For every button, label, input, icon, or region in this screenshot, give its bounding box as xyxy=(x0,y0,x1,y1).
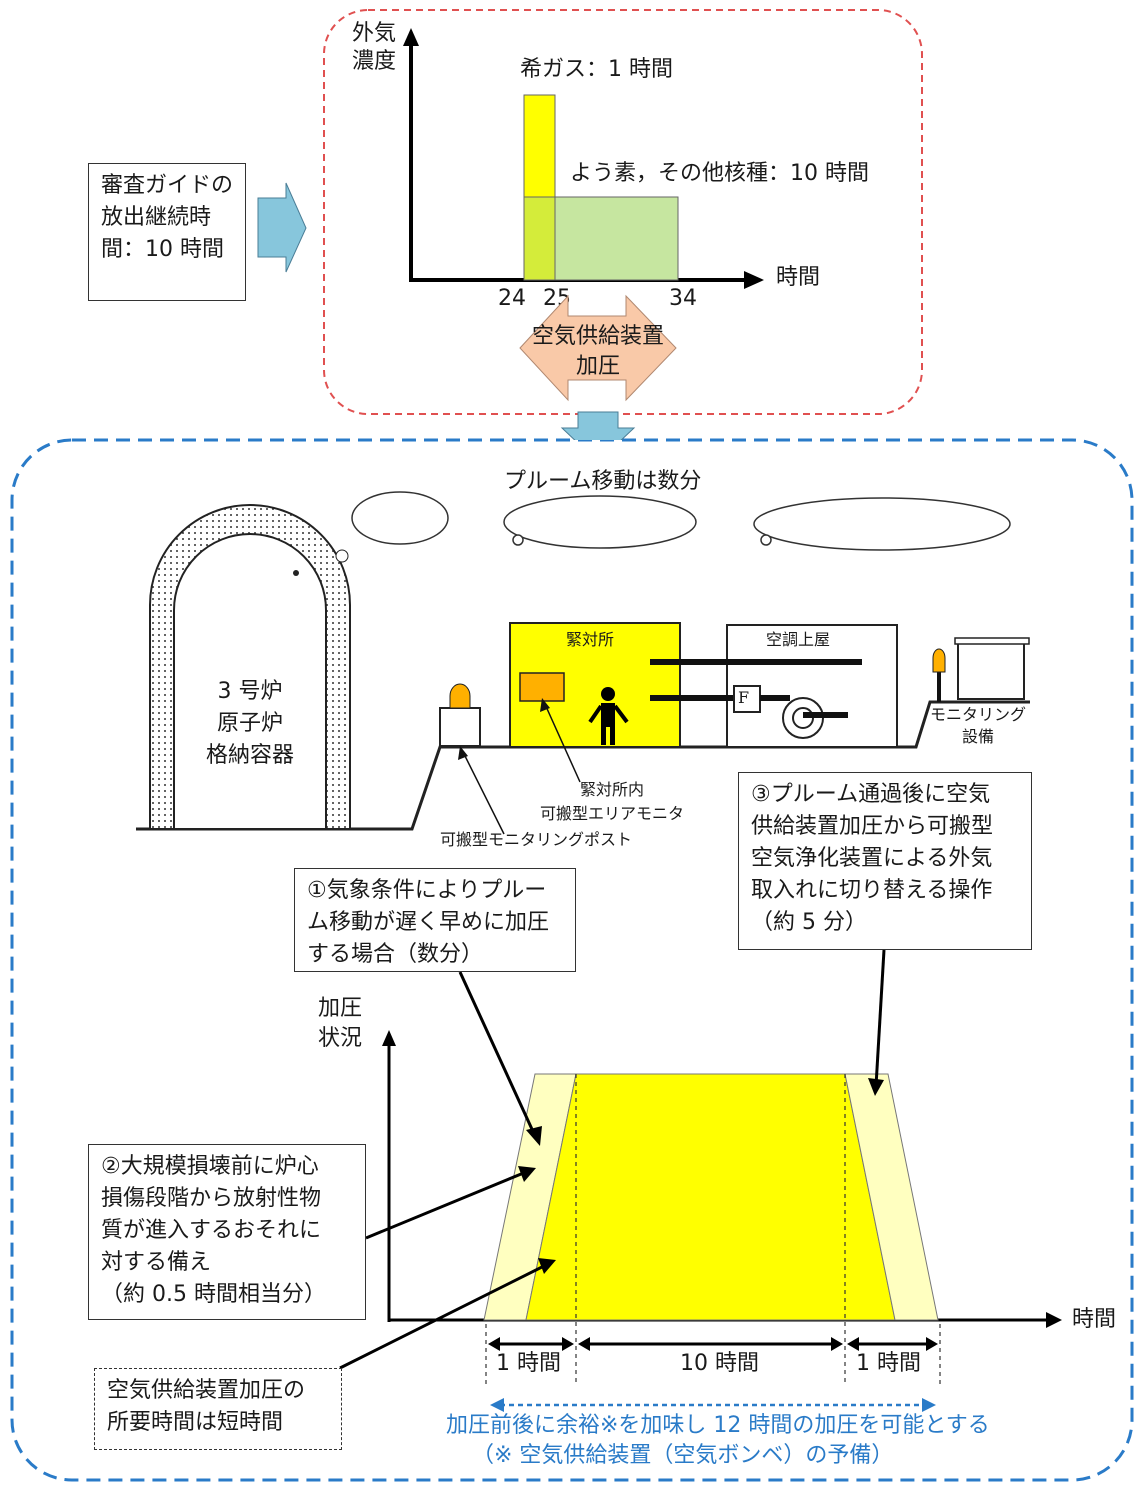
bottom-x-axis-arrow xyxy=(1046,1312,1062,1328)
hvac-house-label: 空調上屋 xyxy=(766,630,831,649)
monitoring-lamp xyxy=(932,648,946,673)
footer-line1: 加圧前後に余裕※を加味し 12 時間の加圧を可能とする xyxy=(446,1413,990,1438)
note1-pointer xyxy=(458,971,538,1139)
seg2-label: 10 時間 xyxy=(680,1351,759,1376)
note3-box: ③プルーム通過後に空気 供給装置加圧から可搬型 空気浄化装置による外気 取入れに… xyxy=(738,772,1032,950)
person-icon xyxy=(588,687,629,745)
emergency-office-label: 緊対所 xyxy=(566,630,615,649)
monitoring-equipment-label: モニタリング 設備 xyxy=(930,705,1027,746)
footer-line2: （※ 空気供給装置（空気ボンベ）の予備） xyxy=(472,1443,894,1468)
filter-box xyxy=(733,685,761,713)
bottom-y-label: 加圧 状況 xyxy=(318,996,363,1051)
overlap-bar xyxy=(523,196,556,281)
cloud-3 xyxy=(753,497,1011,551)
monitoring-post-label: 可搬型モニタリングポスト xyxy=(440,830,633,849)
note2-pointer xyxy=(365,1170,527,1240)
pressurize-double-arrow xyxy=(519,294,677,402)
top-y-label: 外気 濃度 xyxy=(352,21,397,74)
down-arrow xyxy=(560,411,636,440)
note3-pointer xyxy=(874,949,886,1087)
pressurize-arrow-label: 空気供給装置 加圧 xyxy=(531,324,664,379)
plume-move-label: プルーム移動は数分 xyxy=(504,469,702,494)
tick-24: 24 xyxy=(498,286,526,311)
seg1-label: 1 時間 xyxy=(496,1351,561,1376)
main-pressurize-area xyxy=(525,1073,896,1321)
monitoring-post xyxy=(439,707,481,747)
bottom-x-label: 時間 xyxy=(1072,1307,1117,1332)
top-y-axis-arrow xyxy=(403,28,419,46)
note4-box: 空気供給装置加圧の 所要時間は短時間 xyxy=(94,1368,342,1450)
iodine-label: よう素，その他核種：10 時間 xyxy=(570,161,869,186)
area-monitor-label: 緊対所内 可搬型エリアモニタ xyxy=(540,780,685,823)
cloud-2 xyxy=(503,495,697,549)
guide-to-chart-arrow xyxy=(257,182,307,273)
tick-34: 34 xyxy=(669,286,697,311)
guide-box: 審査ガイドの 放出継続時 間：10 時間 xyxy=(88,163,246,301)
monitoring-post-pointer xyxy=(461,749,505,835)
seg3-label: 1 時間 xyxy=(856,1351,921,1376)
area-monitor xyxy=(519,672,565,702)
area-monitor-pointer xyxy=(543,701,581,783)
containment-inner xyxy=(173,533,327,830)
margin-after-area xyxy=(844,1073,939,1321)
top-x-label: 時間 xyxy=(776,265,821,290)
note1-box: ①気象条件によりプルー ム移動が遅く早めに加圧 する場合（数分） xyxy=(294,868,576,972)
bottom-region-border xyxy=(10,438,1134,1482)
facility-illustration xyxy=(136,491,1030,835)
monitoring-equipment-shed xyxy=(957,642,1025,700)
top-region-border xyxy=(323,9,923,415)
note2-box: ②大規模損壊前に炉心 損傷段階から放射性物 質が進入するおそれに 対する備え （… xyxy=(88,1144,366,1320)
concentration-chart: 24 25 34 xyxy=(257,28,764,440)
bottom-y-axis-arrow xyxy=(382,1030,396,1046)
cloud-1 xyxy=(351,491,449,545)
monitoring-post-lamp xyxy=(449,683,471,709)
note4-pointer xyxy=(339,1262,549,1370)
fan-filter-letter: F xyxy=(738,688,750,707)
top-x-axis-arrow xyxy=(744,271,764,289)
noble-gas-label: 希ガス：1 時間 xyxy=(520,57,673,82)
reactor-label: 3 号炉 原子炉 格納容器 xyxy=(205,679,294,768)
